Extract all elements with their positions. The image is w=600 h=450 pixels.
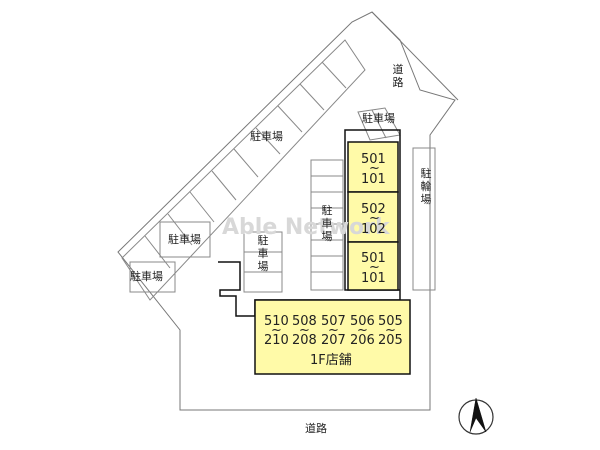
parking-label: 駐車場 (130, 269, 163, 283)
site-boundary (117, 11, 456, 411)
parking-center-column (310, 159, 344, 291)
parking-label: 駐車場 (362, 111, 395, 125)
parking-row-diagonal (121, 39, 366, 301)
parking-label-vertical: 駐車場 (322, 203, 333, 243)
unit-label: 505 (378, 314, 403, 329)
unit-label: ~ (328, 323, 339, 338)
road-label-bottom: 道路 (305, 421, 327, 435)
unit-label: 207 (321, 333, 346, 348)
watermark: Able Network (222, 215, 391, 240)
unit-label: 507 (321, 314, 346, 329)
unit-label: ~ (299, 323, 310, 338)
parking-label-vertical: 駐車場 (258, 233, 269, 273)
parking-label: 駐車場 (168, 232, 201, 246)
bottom-building (254, 299, 411, 375)
unit-label: 506 (350, 314, 375, 329)
unit-label: 510 (264, 314, 289, 329)
unit-label: ~ (385, 323, 396, 338)
unit-label: 501 (361, 251, 386, 266)
parking-label: 駐車場 (250, 129, 283, 143)
unit-label: 208 (292, 333, 317, 348)
unit-stack-3 (347, 241, 399, 291)
unit-label: ~ (369, 211, 380, 226)
road-label-top: 道路 (393, 62, 404, 89)
bicycle-parking-label: 駐輪場 (421, 166, 432, 206)
unit-label: 101 (361, 172, 386, 187)
unit-label: 502 (361, 202, 386, 217)
building-outline (218, 129, 401, 317)
unit-label: 501 (361, 152, 386, 167)
store-label: 1F店舗 (310, 353, 352, 368)
unit-label: 210 (264, 333, 289, 348)
unit-label: ~ (357, 323, 368, 338)
road-top-edge (371, 11, 459, 101)
unit-label: 206 (350, 333, 375, 348)
unit-label: 205 (378, 333, 403, 348)
north-arrow-icon (458, 397, 494, 435)
unit-stack-1 (347, 141, 399, 193)
parking-left-blocks (129, 221, 283, 293)
unit-label: 508 (292, 314, 317, 329)
unit-label: 102 (361, 222, 386, 237)
unit-label: ~ (271, 323, 282, 338)
unit-stack-2 (347, 191, 399, 243)
unit-label: 101 (361, 271, 386, 286)
bicycle-parking-area (412, 147, 436, 291)
unit-label: ~ (369, 161, 380, 176)
unit-label: ~ (369, 260, 380, 275)
